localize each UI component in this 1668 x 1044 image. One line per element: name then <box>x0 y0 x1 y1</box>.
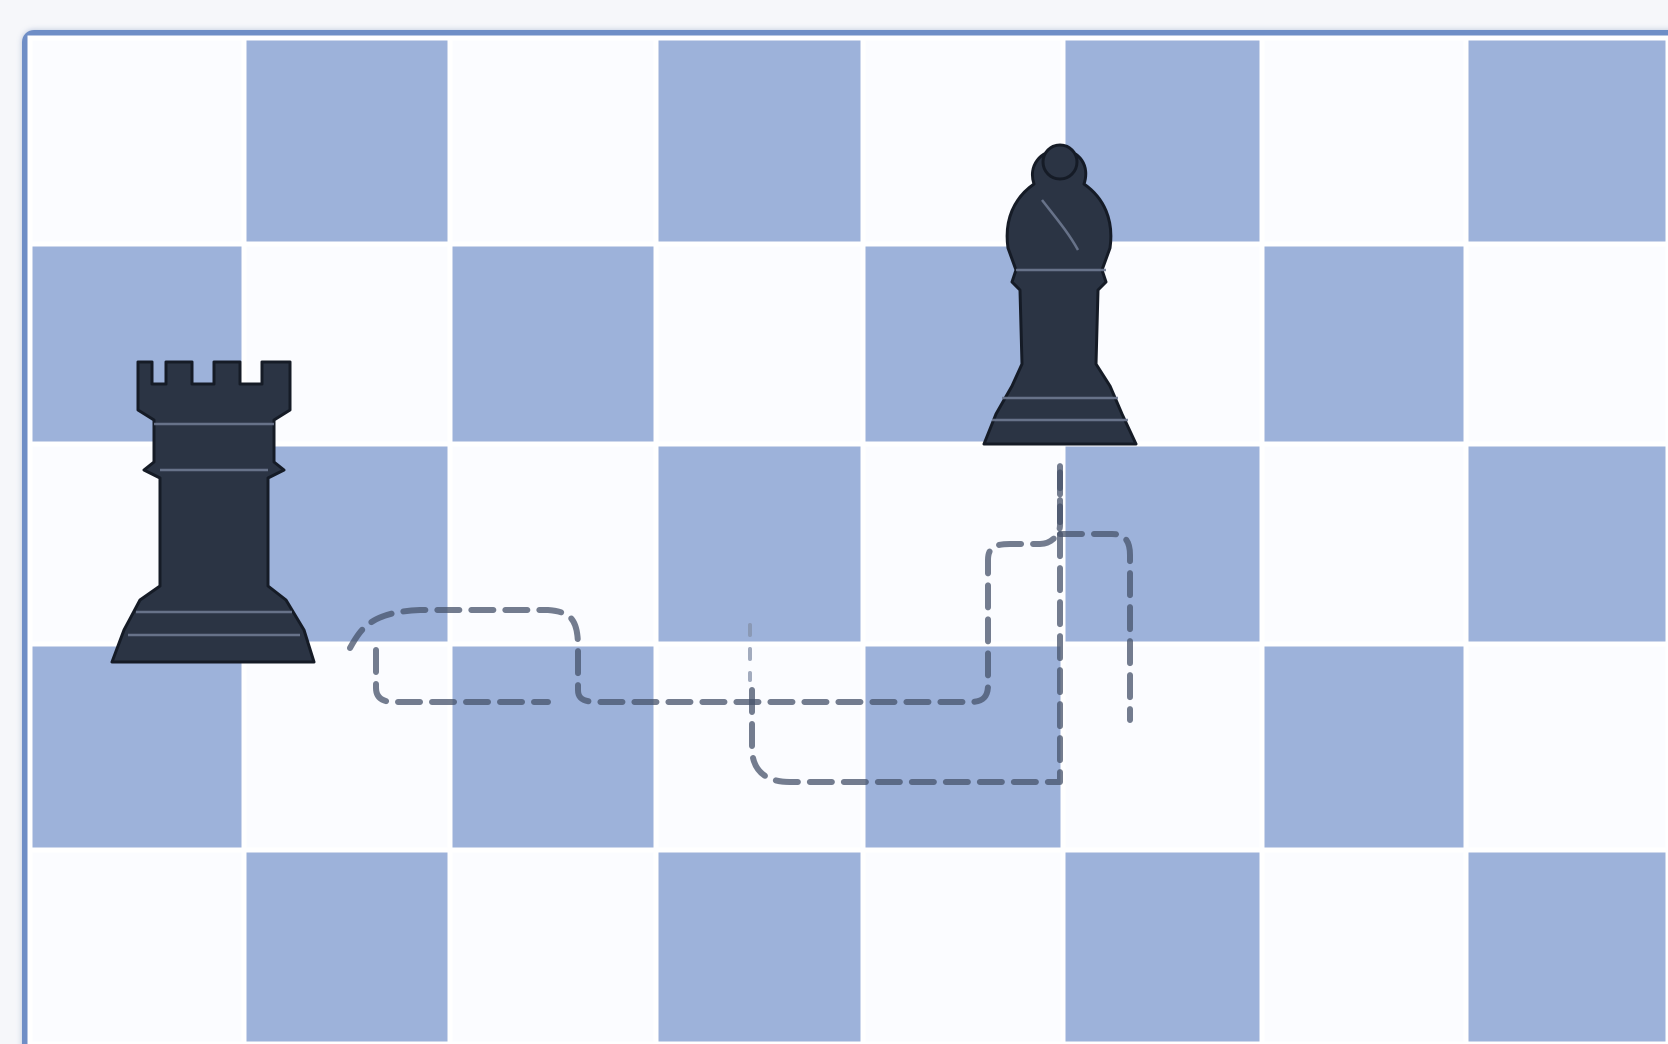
board-square[interactable] <box>450 38 656 244</box>
board-square[interactable] <box>1466 644 1668 850</box>
board-square[interactable] <box>1063 644 1262 850</box>
board-square[interactable] <box>450 244 656 444</box>
board-square[interactable] <box>1262 38 1466 244</box>
board-square[interactable] <box>1262 850 1466 1044</box>
board-square[interactable] <box>30 644 244 850</box>
board-square[interactable] <box>1466 850 1668 1044</box>
board-square[interactable] <box>656 244 863 444</box>
board-square[interactable] <box>1466 444 1668 644</box>
board-square[interactable] <box>1466 244 1668 444</box>
board-square[interactable] <box>450 644 656 850</box>
board-square[interactable] <box>1063 850 1262 1044</box>
board-square[interactable] <box>30 38 244 244</box>
board-square[interactable] <box>244 850 450 1044</box>
board-square[interactable] <box>863 644 1063 850</box>
board-square[interactable] <box>863 850 1063 1044</box>
board-square[interactable] <box>656 38 863 244</box>
board-square[interactable] <box>1262 244 1466 444</box>
board-squares <box>30 38 1668 1044</box>
board-square[interactable] <box>1466 38 1668 244</box>
board-square[interactable] <box>244 38 450 244</box>
board-square[interactable] <box>656 850 863 1044</box>
board-square[interactable] <box>450 850 656 1044</box>
board-square[interactable] <box>1262 444 1466 644</box>
board-square[interactable] <box>1262 644 1466 850</box>
board-square[interactable] <box>656 644 863 850</box>
board-square[interactable] <box>1063 444 1262 644</box>
board-square[interactable] <box>450 444 656 644</box>
board-square[interactable] <box>656 444 863 644</box>
board-square[interactable] <box>244 644 450 850</box>
board-square[interactable] <box>30 850 244 1044</box>
